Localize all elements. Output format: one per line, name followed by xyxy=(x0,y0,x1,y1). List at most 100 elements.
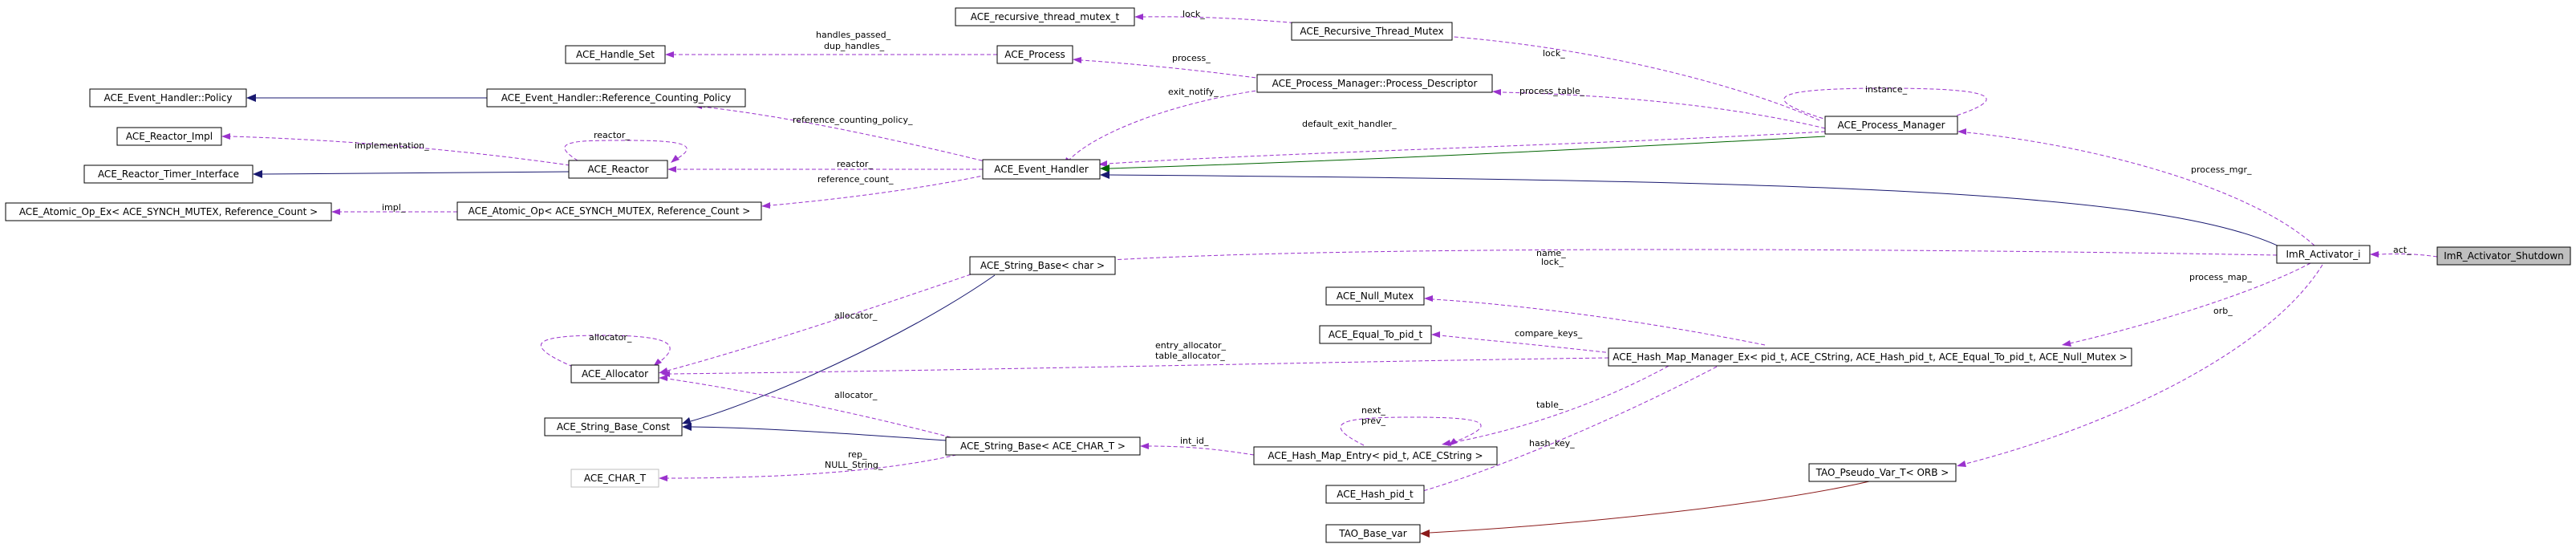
node-label: ACE_Hash_Map_Entry< pid_t, ACE_CString > xyxy=(1268,450,1483,461)
edge-int-id xyxy=(1148,445,1255,456)
node-event-handler[interactable]: ACE_Event_Handler xyxy=(982,159,1101,180)
edge-label: NULL_String_ xyxy=(825,460,883,470)
edge-entry-allocator xyxy=(669,357,1609,375)
edge-label: allocator_ xyxy=(834,311,878,321)
node-reactor-timer-interface[interactable]: ACE_Reactor_Timer_Interface xyxy=(83,164,254,184)
node-label: ACE_Event_Handler::Reference_Counting_Po… xyxy=(501,92,732,104)
edge-label: impl_ xyxy=(382,202,406,213)
arrowhead xyxy=(661,371,670,377)
edge-label: entry_allocator_ xyxy=(1155,340,1227,351)
edge-process-map xyxy=(2069,262,2311,344)
node-recursive-thread-mutex[interactable]: ACE_Recursive_Thread_Mutex xyxy=(1291,22,1453,41)
edge-allocator-2 xyxy=(667,378,951,438)
node-null-mutex[interactable]: ACE_Null_Mutex xyxy=(1325,286,1425,306)
edge-label: table_allocator_ xyxy=(1155,351,1225,361)
edge-pseudovar-inherits-basevar xyxy=(1429,481,1870,534)
edge-table xyxy=(1450,365,1669,444)
node-reactor[interactable]: ACE_Reactor xyxy=(568,160,668,179)
arrowhead xyxy=(1420,530,1430,538)
node-label: TAO_Base_var xyxy=(1338,528,1407,539)
node-label: ACE_recursive_thread_mutex_t xyxy=(971,11,1120,22)
edge-label: rep_ xyxy=(848,449,867,460)
edge-label: lock_ xyxy=(1541,257,1564,267)
edge-name xyxy=(1096,249,2278,262)
node-ace-char-t[interactable]: ACE_CHAR_T xyxy=(570,469,659,488)
edge-process-table xyxy=(1500,91,1826,129)
node-string-base-char[interactable]: ACE_String_Base< char > xyxy=(969,256,1116,275)
node-label: ACE_String_Base< char > xyxy=(980,260,1105,271)
node-label: ACE_Reactor_Timer_Interface xyxy=(98,168,239,180)
edge-instance xyxy=(1783,87,1987,121)
node-label: ACE_Hash_Map_Manager_Ex< pid_t, ACE_CStr… xyxy=(1613,351,2127,363)
arrowhead xyxy=(682,417,692,424)
edge-sbchart-inherits-const xyxy=(691,426,947,441)
node-tao-pseudo-var[interactable]: TAO_Pseudo_Var_T< ORB > xyxy=(1808,463,1957,482)
edge-label: reference_counting_policy_ xyxy=(793,115,913,125)
edge-label: lock_ xyxy=(1183,9,1205,19)
node-label: ACE_Atomic_Op_Ex< ACE_SYNCH_MUTEX, Refer… xyxy=(19,206,318,217)
node-string-base-const[interactable]: ACE_String_Base_Const xyxy=(544,417,683,436)
arrowhead xyxy=(761,202,770,209)
edge-activator-inherits-eh xyxy=(1109,174,2282,248)
edge-label: int_id_ xyxy=(1180,436,1209,446)
edge-lock-pm xyxy=(1443,35,1820,121)
node-tao-base-var[interactable]: TAO_Base_var xyxy=(1325,524,1421,543)
node-equal-to-pid[interactable]: ACE_Equal_To_pid_t xyxy=(1319,325,1432,344)
arrowhead xyxy=(2370,251,2379,258)
node-label: ACE_Event_Handler xyxy=(994,164,1089,175)
edge-refcount-policy xyxy=(701,106,996,164)
node-hash-map-entry[interactable]: ACE_Hash_Map_Entry< pid_t, ACE_CString > xyxy=(1253,446,1498,465)
node-imr-activator-i[interactable]: ImR_Activator_i xyxy=(2276,245,2371,264)
edge-lock-hm xyxy=(1432,298,1766,346)
node-process-descriptor[interactable]: ACE_Process_Manager::Process_Descriptor xyxy=(1256,74,1493,93)
edge-label: lock_ xyxy=(1543,48,1565,59)
edge-default-exit xyxy=(1106,131,1826,164)
node-label: ACE_Process_Manager xyxy=(1837,120,1945,131)
node-atomic-op-ex[interactable]: ACE_Atomic_Op_Ex< ACE_SYNCH_MUTEX, Refer… xyxy=(5,202,332,221)
node-process-manager[interactable]: ACE_Process_Manager xyxy=(1824,116,1958,135)
node-allocator[interactable]: ACE_Allocator xyxy=(570,364,659,384)
node-handle-set[interactable]: ACE_Handle_Set xyxy=(565,45,666,64)
edge-act xyxy=(2378,253,2438,258)
arrowhead xyxy=(682,423,692,431)
node-reactor-impl[interactable]: ACE_Reactor_Impl xyxy=(116,127,222,146)
edge-rep xyxy=(667,453,963,479)
node-label: ACE_CHAR_T xyxy=(584,473,647,484)
node-label: ACE_String_Base_Const xyxy=(557,421,671,432)
node-label: ACE_Equal_To_pid_t xyxy=(1329,329,1423,340)
arrowhead xyxy=(1957,128,1966,135)
node-reference-counting-policy[interactable]: ACE_Event_Handler::Reference_Counting_Po… xyxy=(486,88,746,108)
arrowhead xyxy=(1100,164,1110,173)
arrowhead xyxy=(667,166,676,173)
edge-label: orb_ xyxy=(2213,306,2233,316)
edge-label: reference_count_ xyxy=(817,174,894,185)
edge-lock-rtm xyxy=(1142,16,1300,24)
node-atomic-op[interactable]: ACE_Atomic_Op< ACE_SYNCH_MUTEX, Referenc… xyxy=(456,201,762,221)
arrowhead xyxy=(671,155,679,163)
edge-reference-count xyxy=(769,174,988,206)
edge-sbchar-inherits-const xyxy=(690,274,996,422)
node-imr-activator-shutdown[interactable]: ImR_Activator_Shutdown xyxy=(2436,246,2571,266)
edge-label: default_exit_handler_ xyxy=(1302,119,1397,129)
node-process[interactable]: ACE_Process xyxy=(996,45,1073,64)
node-recursive-thread-mutex-t[interactable]: ACE_recursive_thread_mutex_t xyxy=(955,7,1135,26)
arrowhead xyxy=(1098,160,1107,167)
node-label: ImR_Activator_i xyxy=(2286,249,2361,260)
node-hash-map-manager-ex[interactable]: ACE_Hash_Map_Manager_Ex< pid_t, ACE_CStr… xyxy=(1608,347,2132,367)
node-event-handler-policy[interactable]: ACE_Event_Handler::Policy xyxy=(89,88,247,108)
edge-allocator-1 xyxy=(667,274,972,371)
edge-compare-keys xyxy=(1439,335,1613,354)
edge-reactor-inherits-timer xyxy=(262,171,570,175)
node-label: ACE_String_Base< ACE_CHAR_T > xyxy=(960,440,1126,452)
arrowhead xyxy=(331,209,340,215)
edge-label: process_ xyxy=(1172,53,1211,63)
edge-process xyxy=(1081,59,1263,79)
arrowhead xyxy=(253,170,262,178)
edge-label: implementation_ xyxy=(355,140,429,151)
edge-label: compare_keys_ xyxy=(1515,328,1583,339)
node-hash-pid[interactable]: ACE_Hash_pid_t xyxy=(1325,485,1425,504)
node-string-base-char-t[interactable]: ACE_String_Base< ACE_CHAR_T > xyxy=(945,436,1141,456)
edge-label: process_mgr_ xyxy=(2191,164,2252,175)
node-label: ACE_Event_Handler::Policy xyxy=(104,92,233,104)
